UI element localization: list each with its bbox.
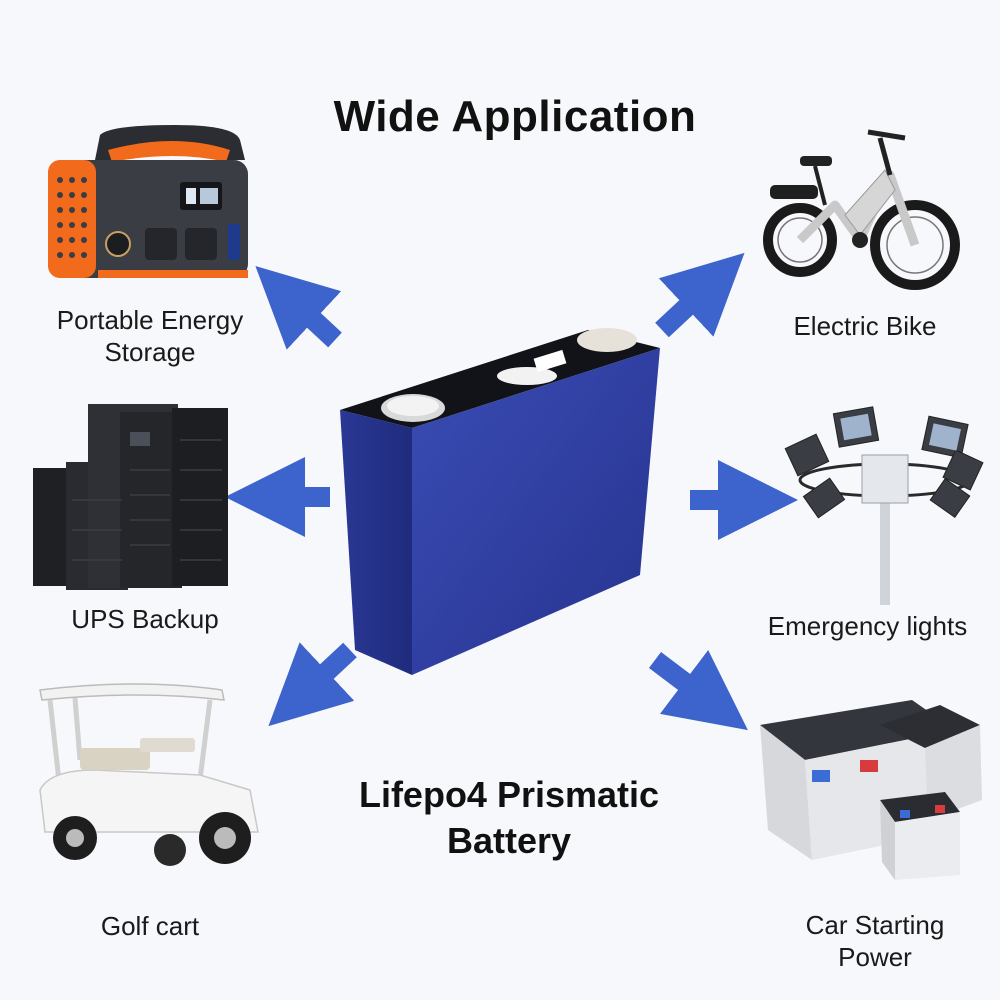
caption-ups-backup: UPS Backup <box>71 604 219 634</box>
ups-cabinet-icon <box>33 404 228 590</box>
arrow-to-golf-cart <box>268 642 357 727</box>
caption-electric-bike: Electric Bike <box>793 311 937 341</box>
arrow-to-electric-bike <box>655 252 745 338</box>
caption-portable-energy-storage: Portable Energy Storage <box>56 305 244 367</box>
golf-cart-icon <box>39 683 259 866</box>
electric-bike-icon <box>763 129 960 290</box>
page-title: Wide Application <box>333 92 697 141</box>
caption-golf-cart: Golf cart <box>100 911 200 941</box>
caption-car-starting-power: Car Starting Power <box>805 910 945 972</box>
product-name: Lifepo4 Prismatic Battery <box>358 774 660 861</box>
prismatic-battery-icon <box>340 328 660 675</box>
arrows <box>225 252 798 731</box>
arrow-to-car-battery <box>648 650 748 731</box>
portable-power-station-icon <box>48 125 248 278</box>
floodlight-tower-icon <box>784 406 984 605</box>
arrow-to-portable-storage <box>255 265 342 350</box>
caption-emergency-lights: Emergency lights <box>767 611 968 641</box>
car-battery-icon <box>760 700 982 880</box>
